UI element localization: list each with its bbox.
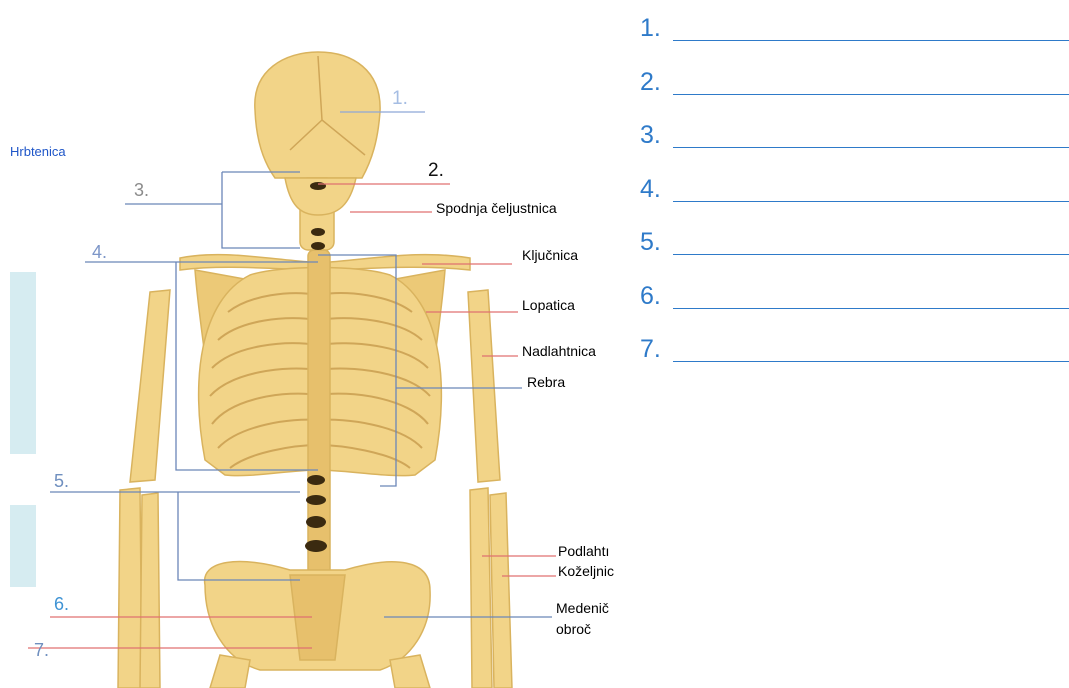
skull xyxy=(255,52,380,178)
answer-blank xyxy=(673,361,1069,362)
answer-blank xyxy=(673,254,1069,255)
num-label-3: 3. xyxy=(134,180,149,200)
num-label-2: 2. xyxy=(428,160,444,181)
skeleton-drawing xyxy=(118,52,512,688)
answer-blank xyxy=(673,94,1069,95)
side-band-lower xyxy=(10,505,36,587)
answer-line-5[interactable]: 5. xyxy=(640,222,1069,262)
answer-line-4[interactable]: 4. xyxy=(640,169,1069,209)
label-jaw: Spodnja čeljustnica xyxy=(436,200,557,216)
num-label-5: 5. xyxy=(54,471,69,491)
answer-number: 5. xyxy=(640,222,661,262)
answer-line-3[interactable]: 3. xyxy=(640,115,1069,155)
label-ribs: Rebra xyxy=(527,374,565,390)
num-label-6: 6. xyxy=(54,594,69,614)
label-forearm: Podlahtı xyxy=(558,543,609,559)
num-label-7: 7. xyxy=(34,640,49,660)
label-scapula: Lopatica xyxy=(522,297,575,313)
answer-line-2[interactable]: 2. xyxy=(640,62,1069,102)
answer-line-6[interactable]: 6. xyxy=(640,276,1069,316)
side-label-hrbtenica: Hrbtenica xyxy=(10,144,66,159)
label-clavicle: Ključnica xyxy=(522,247,578,263)
answer-blank xyxy=(673,308,1069,309)
answer-blank xyxy=(673,147,1069,148)
label-pelvis-2: obroč xyxy=(556,621,591,637)
answer-number: 7. xyxy=(640,329,661,369)
answer-line-7[interactable]: 7. xyxy=(640,329,1069,369)
right-humerus xyxy=(468,290,500,482)
label-ulna: Koželjnic xyxy=(558,563,614,579)
num-label-1: 1. xyxy=(392,88,408,109)
answer-number: 6. xyxy=(640,276,661,316)
answer-blank xyxy=(673,40,1069,41)
line-3 xyxy=(125,172,300,248)
answer-lines: 1. 2. 3. 4. 5. 6. 7. xyxy=(640,0,1069,688)
answer-line-1[interactable]: 1. xyxy=(640,8,1069,48)
answer-number: 3. xyxy=(640,115,661,155)
label-humerus: Nadlahtnica xyxy=(522,343,596,359)
left-humerus xyxy=(130,290,170,482)
num-label-4: 4. xyxy=(92,242,107,262)
answer-number: 1. xyxy=(640,8,661,48)
answer-blank xyxy=(673,201,1069,202)
answer-number: 2. xyxy=(640,62,661,102)
skeleton-diagram: Hrbtenica 1. 2. 3. 4. 5. 6. 7. Spodnja č… xyxy=(0,0,640,688)
label-pelvis-1: Medenič xyxy=(556,600,609,616)
answer-number: 4. xyxy=(640,169,661,209)
side-band-upper xyxy=(10,272,36,454)
